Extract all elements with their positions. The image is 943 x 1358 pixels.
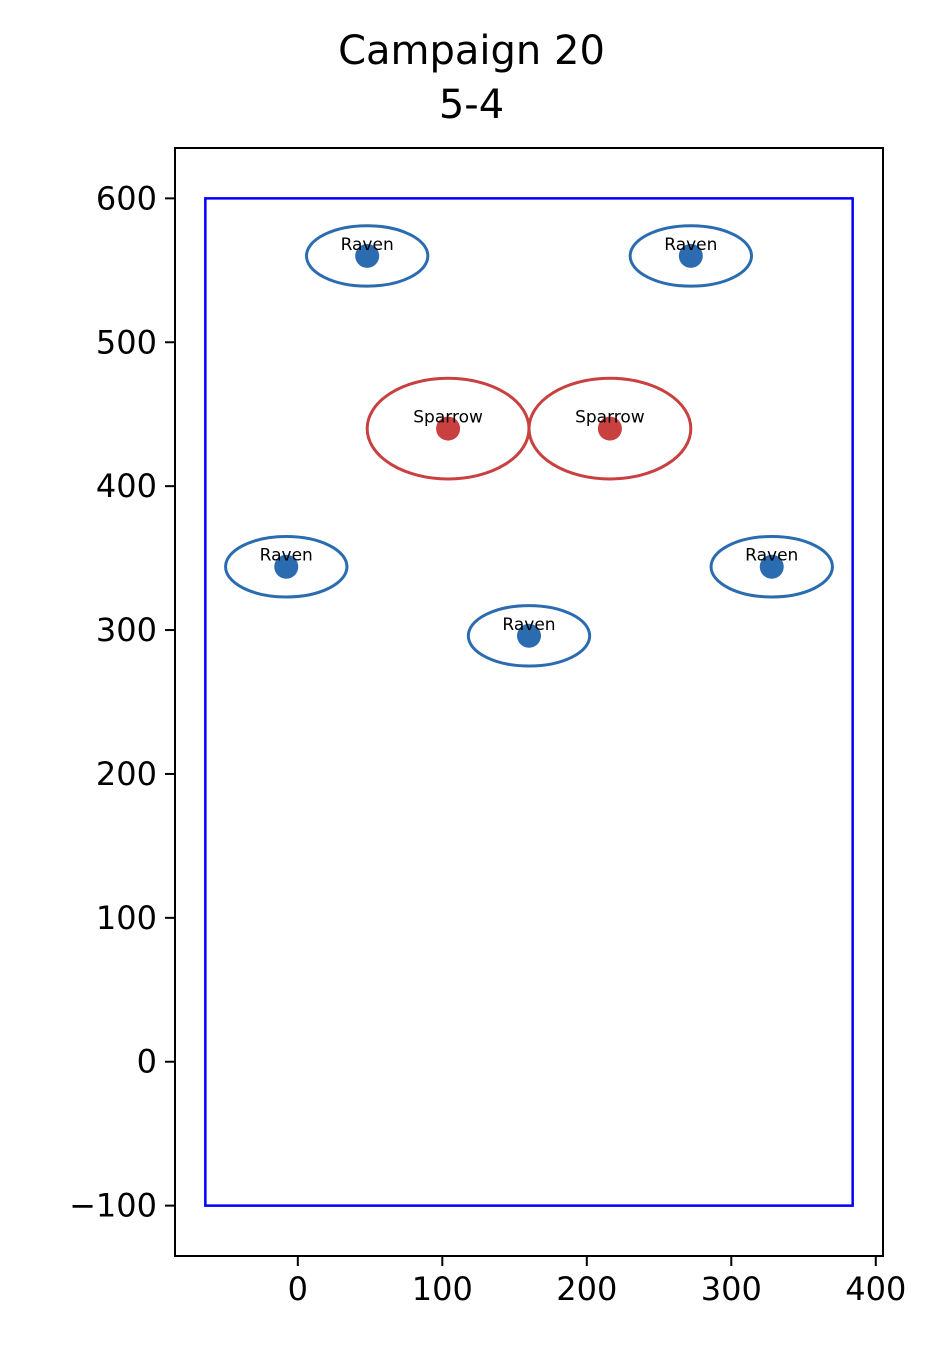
scatter-point-0 bbox=[355, 243, 380, 268]
plot-area-frame bbox=[174, 147, 884, 1257]
point-label-2: Sparrow bbox=[413, 408, 483, 428]
point-label-1: Raven bbox=[664, 235, 717, 255]
point-label-5: Raven bbox=[745, 546, 798, 566]
x-tick-label-4: 400 bbox=[845, 1270, 906, 1308]
y-tick-label-6: 500 bbox=[96, 323, 157, 361]
x-tick-label-3: 300 bbox=[701, 1270, 762, 1308]
y-tick-label-3: 200 bbox=[96, 755, 157, 793]
x-tick-label-0: 0 bbox=[288, 1270, 308, 1308]
point-label-6: Raven bbox=[502, 615, 555, 635]
boundary-rect bbox=[204, 197, 854, 1207]
scatter-point-1 bbox=[678, 243, 703, 268]
point-label-0: Raven bbox=[341, 235, 394, 255]
chart-title: Campaign 20 bbox=[338, 28, 605, 74]
range-ellipse-5 bbox=[709, 535, 834, 599]
scatter-point-5 bbox=[759, 554, 784, 579]
scatter-point-4 bbox=[274, 554, 299, 579]
range-ellipse-4 bbox=[224, 535, 349, 599]
chart-subtitle: 5-4 bbox=[438, 82, 505, 128]
range-ellipse-1 bbox=[628, 224, 754, 288]
y-tick-label-2: 100 bbox=[96, 899, 157, 937]
x-tick-label-2: 200 bbox=[556, 1270, 617, 1308]
y-tick-label-0: −100 bbox=[69, 1187, 157, 1225]
y-tick-label-1: 0 bbox=[137, 1043, 157, 1081]
range-ellipse-3 bbox=[527, 376, 693, 481]
scatter-point-3 bbox=[597, 416, 622, 441]
range-ellipse-6 bbox=[466, 604, 592, 668]
point-label-4: Raven bbox=[260, 546, 313, 566]
range-ellipse-0 bbox=[304, 224, 430, 288]
scatter-point-6 bbox=[517, 623, 541, 648]
x-tick-label-1: 100 bbox=[412, 1270, 473, 1308]
point-label-3: Sparrow bbox=[575, 408, 645, 428]
scatter-point-2 bbox=[436, 416, 461, 441]
y-tick-label-4: 300 bbox=[96, 611, 157, 649]
y-tick-label-7: 600 bbox=[96, 179, 157, 217]
y-tick-label-5: 400 bbox=[96, 467, 157, 505]
